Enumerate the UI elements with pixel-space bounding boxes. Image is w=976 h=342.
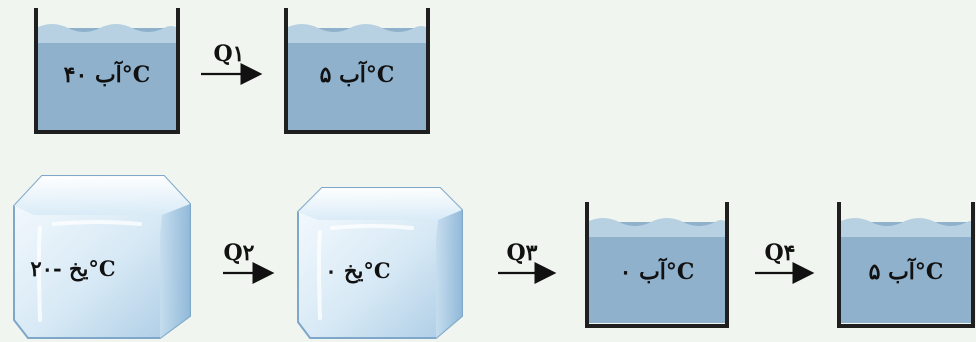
ice-label: یخ ۰°C [325, 258, 390, 284]
ice-label: یخ -۲۰°C [30, 256, 115, 282]
water-fill [839, 222, 973, 323]
beaker-label: آب ۰°C [620, 257, 695, 285]
arrow-label: Q۳ [507, 240, 538, 266]
ice-cube-1: یخ -۲۰°C [13, 175, 191, 339]
bottom-arrow-2: Q۳ [498, 240, 557, 284]
ice-cube-side [436, 210, 462, 338]
water-wave [587, 218, 727, 237]
arrow-label: Q۱ [214, 41, 245, 67]
water-wave [286, 24, 428, 43]
top-right-beaker: آب ۵°C [284, 8, 430, 134]
water-fill [587, 222, 727, 323]
bottom-beaker-2: آب ۵°C [837, 202, 975, 328]
bottom-arrow-3: Q۴ [755, 240, 815, 284]
bottom-row: یخ -۲۰°C Q۲ یخ ۰°C Q۳ آب ۰°C Q۴ [13, 175, 975, 339]
beaker-label: آب ۵°C [869, 257, 944, 285]
ice-shine [317, 224, 414, 320]
arrow-label: Q۲ [224, 240, 255, 266]
top-row: آب ۴۰°C Q۱ آب ۵°C [34, 8, 430, 134]
ice-cube-top [14, 176, 190, 215]
arrow-label: Q۴ [765, 240, 796, 266]
bottom-beaker-1: آب ۰°C [585, 202, 729, 328]
bottom-arrow-1: Q۲ [223, 240, 275, 284]
water-wave [839, 218, 973, 237]
water-wave [36, 24, 178, 43]
beaker-outline [284, 8, 430, 134]
top-arrow-group: Q۱ [201, 41, 263, 85]
water-fill [36, 28, 178, 130]
ice-cube-2: یخ ۰°C [297, 187, 463, 339]
top-left-beaker: آب ۴۰°C [34, 8, 180, 134]
ice-cube-side [160, 204, 190, 338]
beaker-outline [585, 202, 729, 328]
water-fill [286, 28, 428, 130]
beaker-label: آب ۴۰°C [64, 60, 151, 88]
beaker-outline [34, 8, 180, 134]
beaker-label: آب ۵°C [320, 60, 395, 88]
ice-cube-top [298, 188, 462, 220]
ice-shine [37, 220, 142, 322]
beaker-outline [837, 202, 975, 328]
